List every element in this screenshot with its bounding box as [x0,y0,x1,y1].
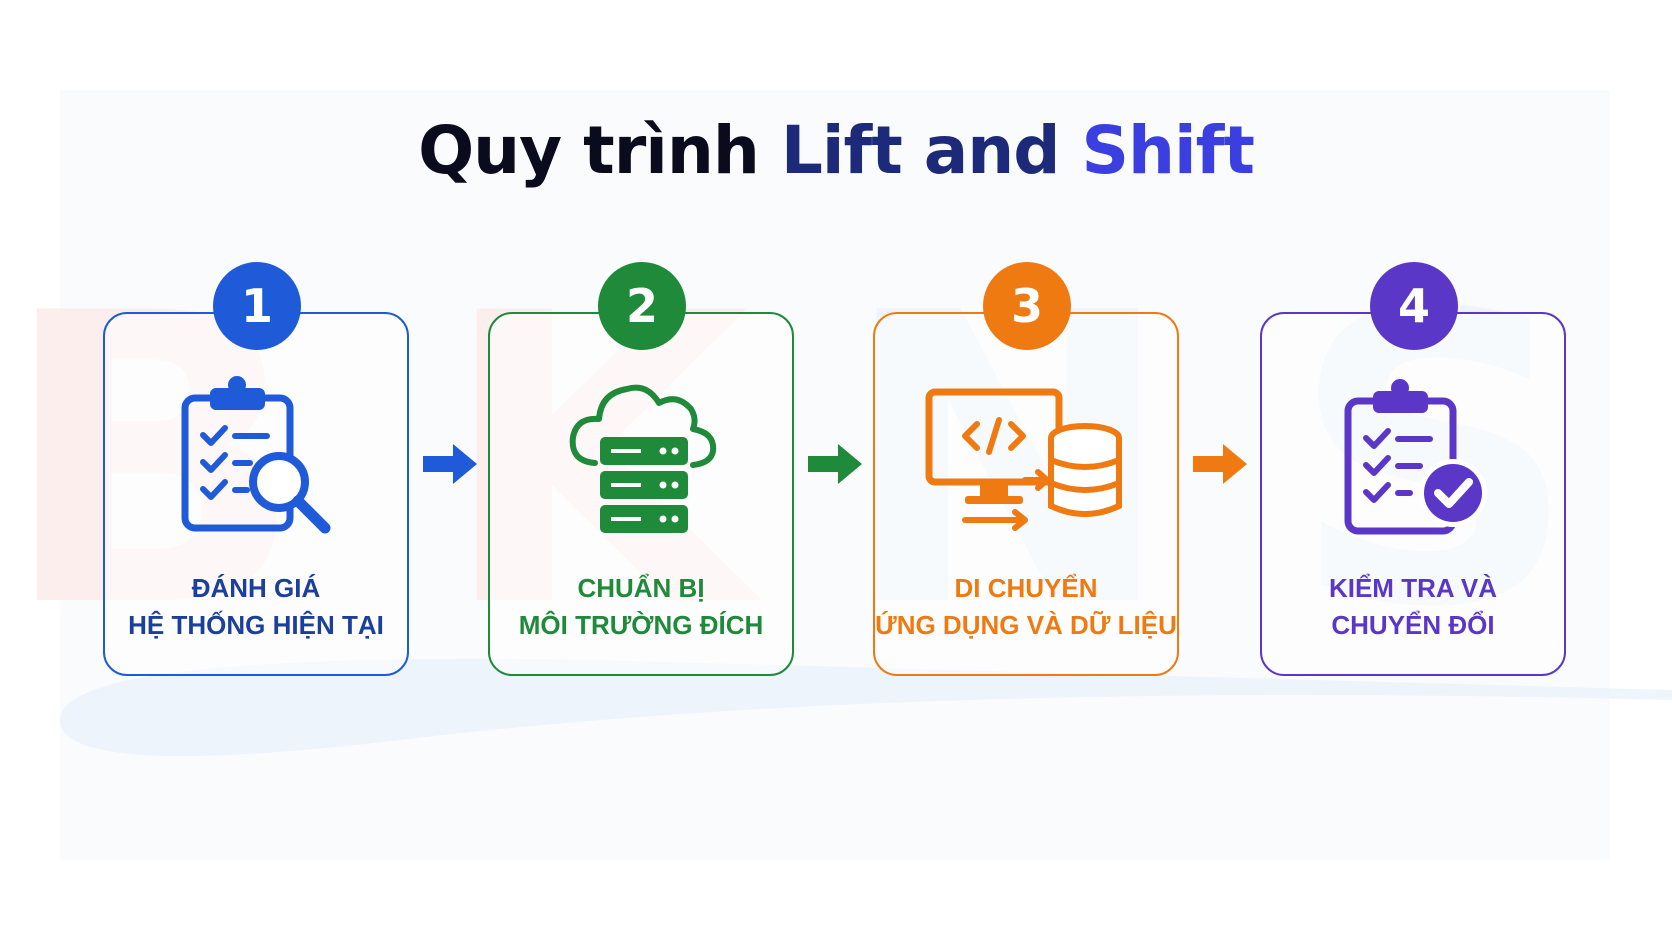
step-number-badge-1: 1 [213,262,301,350]
arrow-right-icon-2 [808,444,862,484]
cloud-server-icon [569,384,717,533]
step-label-1-line-2: HỆ THỐNG HIỆN TẠI [128,610,384,640]
step-label-4-line-2: CHUYỂN ĐỔI [1331,610,1495,640]
step-number-badge-2: 2 [598,262,686,350]
step-label-4-line-1: KIỂM TRA VÀ [1328,573,1498,603]
step-label-3: DI CHUYỂN ỨNG DỤNG VÀ DỮ LIỆU [873,570,1179,644]
clipboard-check-icon [1344,379,1487,535]
step-number-badge-4: 4 [1370,262,1458,350]
step-label-1: ĐÁNH GIÁ HỆ THỐNG HIỆN TẠI [103,570,409,644]
step-number-badge-3: 3 [983,262,1071,350]
arrow-right-icon-1 [423,444,477,484]
clipboard-search-icon [181,376,331,534]
step-label-2-line-2: MÔI TRƯỜNG ĐÍCH [518,610,764,640]
arrow-right-icon-3 [1193,444,1247,484]
title-part-2: Lift and [780,112,1061,189]
title-part-1: Quy trình [418,112,760,189]
monitor-database-icon [925,388,1122,531]
step-label-2: CHUẨN BỊ MÔI TRƯỜNG ĐÍCH [488,570,794,644]
step-card-4 [1260,312,1566,676]
diagram-title: Quy trình Lift and Shift [0,118,1672,184]
step-label-4: KIỂM TRA VÀ CHUYỂN ĐỔI [1260,570,1566,644]
step-label-1-line-1: ĐÁNH GIÁ [191,573,321,603]
step-label-2-line-1: CHUẨN BỊ [577,573,705,603]
title-part-3: Shift [1081,112,1255,189]
step-label-3-line-1: DI CHUYỂN [954,573,1098,603]
step-label-3-line-2: ỨNG DỤNG VÀ DỮ LIỆU [875,610,1177,640]
